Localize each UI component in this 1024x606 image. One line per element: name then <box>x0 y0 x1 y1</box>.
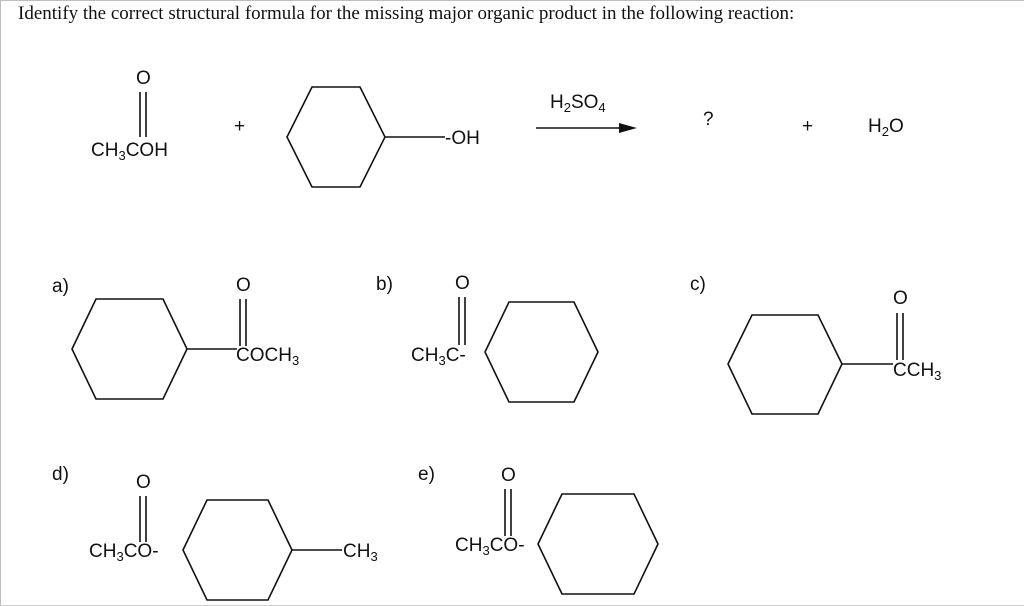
d-ch-right: CH <box>343 541 370 562</box>
choice-c-ring <box>727 314 843 415</box>
choice-b-ring <box>484 301 599 403</box>
acid-ch: CH <box>91 140 118 161</box>
choice-c-oxygen: O <box>893 288 908 309</box>
cat-h: H <box>550 92 564 113</box>
choice-a[interactable]: a) O COCH3 <box>52 275 299 400</box>
choice-d-left-group: CH3CO- <box>89 541 159 564</box>
choice-e-ring <box>537 493 659 595</box>
acetic-acid-formula: CH3COH <box>91 140 168 163</box>
choice-b[interactable]: b) O CH3C- <box>376 273 599 403</box>
a-coch: COCH <box>236 345 292 366</box>
missing-product: ? <box>703 109 714 130</box>
d-sub3: 3 <box>116 549 123 564</box>
b-sub3: 3 <box>438 353 445 368</box>
choice-e-letter: e) <box>418 464 435 485</box>
cyclohexanol: -OH <box>286 86 480 188</box>
d-co: CO- <box>124 541 159 562</box>
choice-c-group: CCH3 <box>893 360 941 383</box>
catalyst-arrow: H2SO4 <box>536 92 637 133</box>
b-c: C- <box>446 345 466 366</box>
plus-sign-2: + <box>802 116 813 137</box>
carbonyl-oxygen: O <box>136 68 151 89</box>
water-o: O <box>889 116 904 137</box>
c-cch: CCH <box>893 360 934 381</box>
question-text: Identify the correct structural formula … <box>18 3 795 24</box>
choice-d-oxygen: O <box>136 472 151 493</box>
d-ch: CH <box>89 541 116 562</box>
choice-a-ring <box>71 298 188 400</box>
d-sub3-right: 3 <box>370 549 377 564</box>
acid-rest: COH <box>126 140 168 161</box>
cat-so: SO <box>571 92 598 113</box>
choice-d-ring <box>182 499 293 601</box>
hydroxyl-group: -OH <box>445 128 480 149</box>
choice-c[interactable]: c) O CCH3 <box>690 274 941 415</box>
cyclohexane-ring <box>286 86 386 188</box>
acid-sub3: 3 <box>118 148 125 163</box>
plus-sign: + <box>234 116 245 137</box>
e-co: CO- <box>490 535 525 556</box>
choice-b-letter: b) <box>376 274 393 295</box>
cat-sub4: 4 <box>598 100 605 115</box>
choice-d[interactable]: d) O CH3CO- CH3 <box>52 464 378 601</box>
e-ch: CH <box>455 535 482 556</box>
choice-e-group: CH3CO- <box>455 535 525 558</box>
acetic-acid: O CH3COH <box>91 68 168 163</box>
choice-b-oxygen: O <box>455 273 470 294</box>
catalyst-label: H2SO4 <box>550 92 606 115</box>
choice-e[interactable]: e) O CH3CO- <box>418 464 659 595</box>
c-sub3: 3 <box>934 368 941 383</box>
choice-a-letter: a) <box>52 276 69 297</box>
e-sub3: 3 <box>482 543 489 558</box>
b-ch: CH <box>411 345 438 366</box>
water: H2O <box>868 116 904 139</box>
water-h: H <box>868 116 882 137</box>
reaction-arrow-head <box>619 123 637 133</box>
choice-d-letter: d) <box>52 464 69 485</box>
a-sub3: 3 <box>292 353 299 368</box>
choice-b-group: CH3C- <box>411 345 466 368</box>
choice-d-right-group: CH3 <box>343 541 378 564</box>
cat-sub2: 2 <box>564 100 571 115</box>
choice-a-group: COCH3 <box>236 345 299 368</box>
choice-a-oxygen: O <box>236 275 251 296</box>
choice-e-oxygen: O <box>501 465 516 486</box>
water-sub2: 2 <box>882 124 889 139</box>
choice-c-letter: c) <box>690 274 706 295</box>
